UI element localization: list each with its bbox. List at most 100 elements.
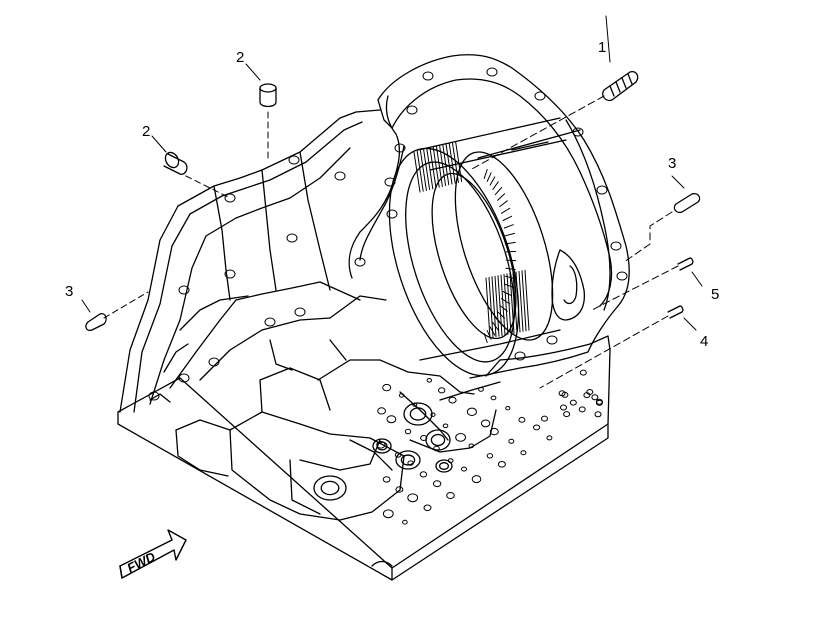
plate-hole — [533, 424, 541, 431]
plate-hole — [395, 486, 404, 493]
gear-tooth — [485, 277, 491, 339]
gear-tooth — [483, 169, 488, 179]
gear-tooth — [524, 269, 530, 331]
plate-hole — [402, 519, 408, 525]
mounting-hole — [610, 241, 622, 251]
gear-tooth — [503, 273, 509, 335]
mounting-hole — [596, 185, 608, 195]
plate-hole — [407, 460, 414, 466]
mounting-hole — [394, 143, 406, 153]
base-plate — [117, 377, 609, 581]
gear-tooth — [518, 270, 524, 332]
plate-hole — [560, 404, 567, 411]
port-bore — [400, 454, 416, 466]
gear-tooth — [448, 142, 456, 184]
mounting-hole — [148, 391, 160, 401]
part-1-roller-pin — [602, 70, 639, 102]
plate-hole — [518, 416, 526, 423]
gear-tooth — [442, 144, 450, 186]
mounting-hole — [534, 91, 546, 101]
plate-hole — [480, 419, 491, 428]
plate-hole — [583, 392, 591, 399]
gear-teeth — [413, 141, 530, 343]
part-2-lower-sleeve — [163, 151, 188, 175]
plate-hole — [447, 458, 454, 464]
plate-hole — [407, 493, 419, 503]
plate-hole — [578, 406, 586, 413]
plate-hole — [446, 492, 455, 499]
mounting-hole — [546, 335, 558, 345]
mounting-hole — [334, 171, 346, 181]
gear-tooth — [435, 145, 443, 187]
gear-tooth — [423, 149, 431, 191]
gear-tooth — [512, 272, 518, 334]
base-plate-holes — [376, 369, 603, 525]
plate-hole — [404, 428, 412, 435]
mounting-hole — [422, 71, 434, 81]
gear-tooth — [455, 141, 463, 183]
plate-hole — [442, 423, 449, 429]
leader-lines — [81, 15, 703, 389]
plate-hole — [433, 445, 440, 452]
gear-tooth — [504, 232, 515, 237]
plate-hole — [448, 396, 457, 404]
plate-hole — [569, 399, 577, 406]
plate-hole — [579, 369, 587, 376]
gear-tooth — [506, 273, 512, 335]
port-boss — [403, 402, 433, 426]
mounting-hole — [224, 269, 236, 279]
plate-hole — [520, 450, 527, 456]
plate-hole — [591, 394, 599, 401]
plate-hole — [478, 387, 484, 392]
plate-hole — [455, 433, 467, 442]
plate-hole — [432, 480, 442, 488]
plate-hole — [594, 411, 602, 418]
gear-tooth — [416, 150, 424, 192]
port-bore — [409, 407, 427, 421]
port-boss — [372, 438, 392, 454]
port-bore — [430, 433, 446, 447]
mounting-hole — [208, 357, 220, 367]
plate-hole — [468, 443, 475, 449]
plate-hole — [490, 395, 497, 401]
gear-tooth — [488, 276, 494, 338]
gear-tooth — [483, 333, 488, 343]
plate-hole — [426, 378, 432, 383]
part-3-left-dowel — [85, 313, 107, 332]
part-3-right-dowel — [673, 192, 701, 214]
mounting-hole — [386, 209, 398, 219]
plate-hole — [466, 407, 477, 416]
mounting-hole — [514, 351, 526, 361]
part-2-upper-sleeve — [259, 83, 277, 108]
gear-tooth — [439, 145, 447, 187]
gear-tooth — [499, 200, 508, 208]
mounting-hole — [406, 105, 418, 115]
gear-tooth — [492, 181, 499, 190]
plate-hole — [558, 390, 566, 397]
plate-hole — [398, 393, 405, 398]
gear-tooth — [521, 270, 527, 332]
mounting-hole — [294, 307, 306, 317]
plate-hole — [541, 415, 548, 422]
mounting-hole — [178, 373, 190, 383]
gear-tooth — [497, 193, 506, 201]
fwd-arrow: FWD — [119, 529, 187, 579]
callout-3-right: 3 — [668, 155, 677, 172]
gear-tooth — [505, 241, 516, 245]
gear-tooth — [451, 141, 459, 183]
plate-hole — [394, 452, 402, 458]
gear-tooth — [494, 275, 500, 337]
plate-hole — [563, 411, 571, 418]
plate-hole — [420, 435, 428, 441]
part-4-pin — [667, 305, 684, 319]
plate-hole — [471, 475, 482, 484]
mounting-hole — [224, 193, 236, 203]
port-boss — [435, 459, 453, 473]
gear-tooth — [505, 267, 516, 271]
mounting-holes — [148, 67, 628, 401]
plate-hole — [423, 504, 432, 512]
port-bosses — [313, 402, 453, 501]
callout-2-upper: 2 — [236, 49, 245, 66]
mounting-hole — [286, 233, 298, 243]
